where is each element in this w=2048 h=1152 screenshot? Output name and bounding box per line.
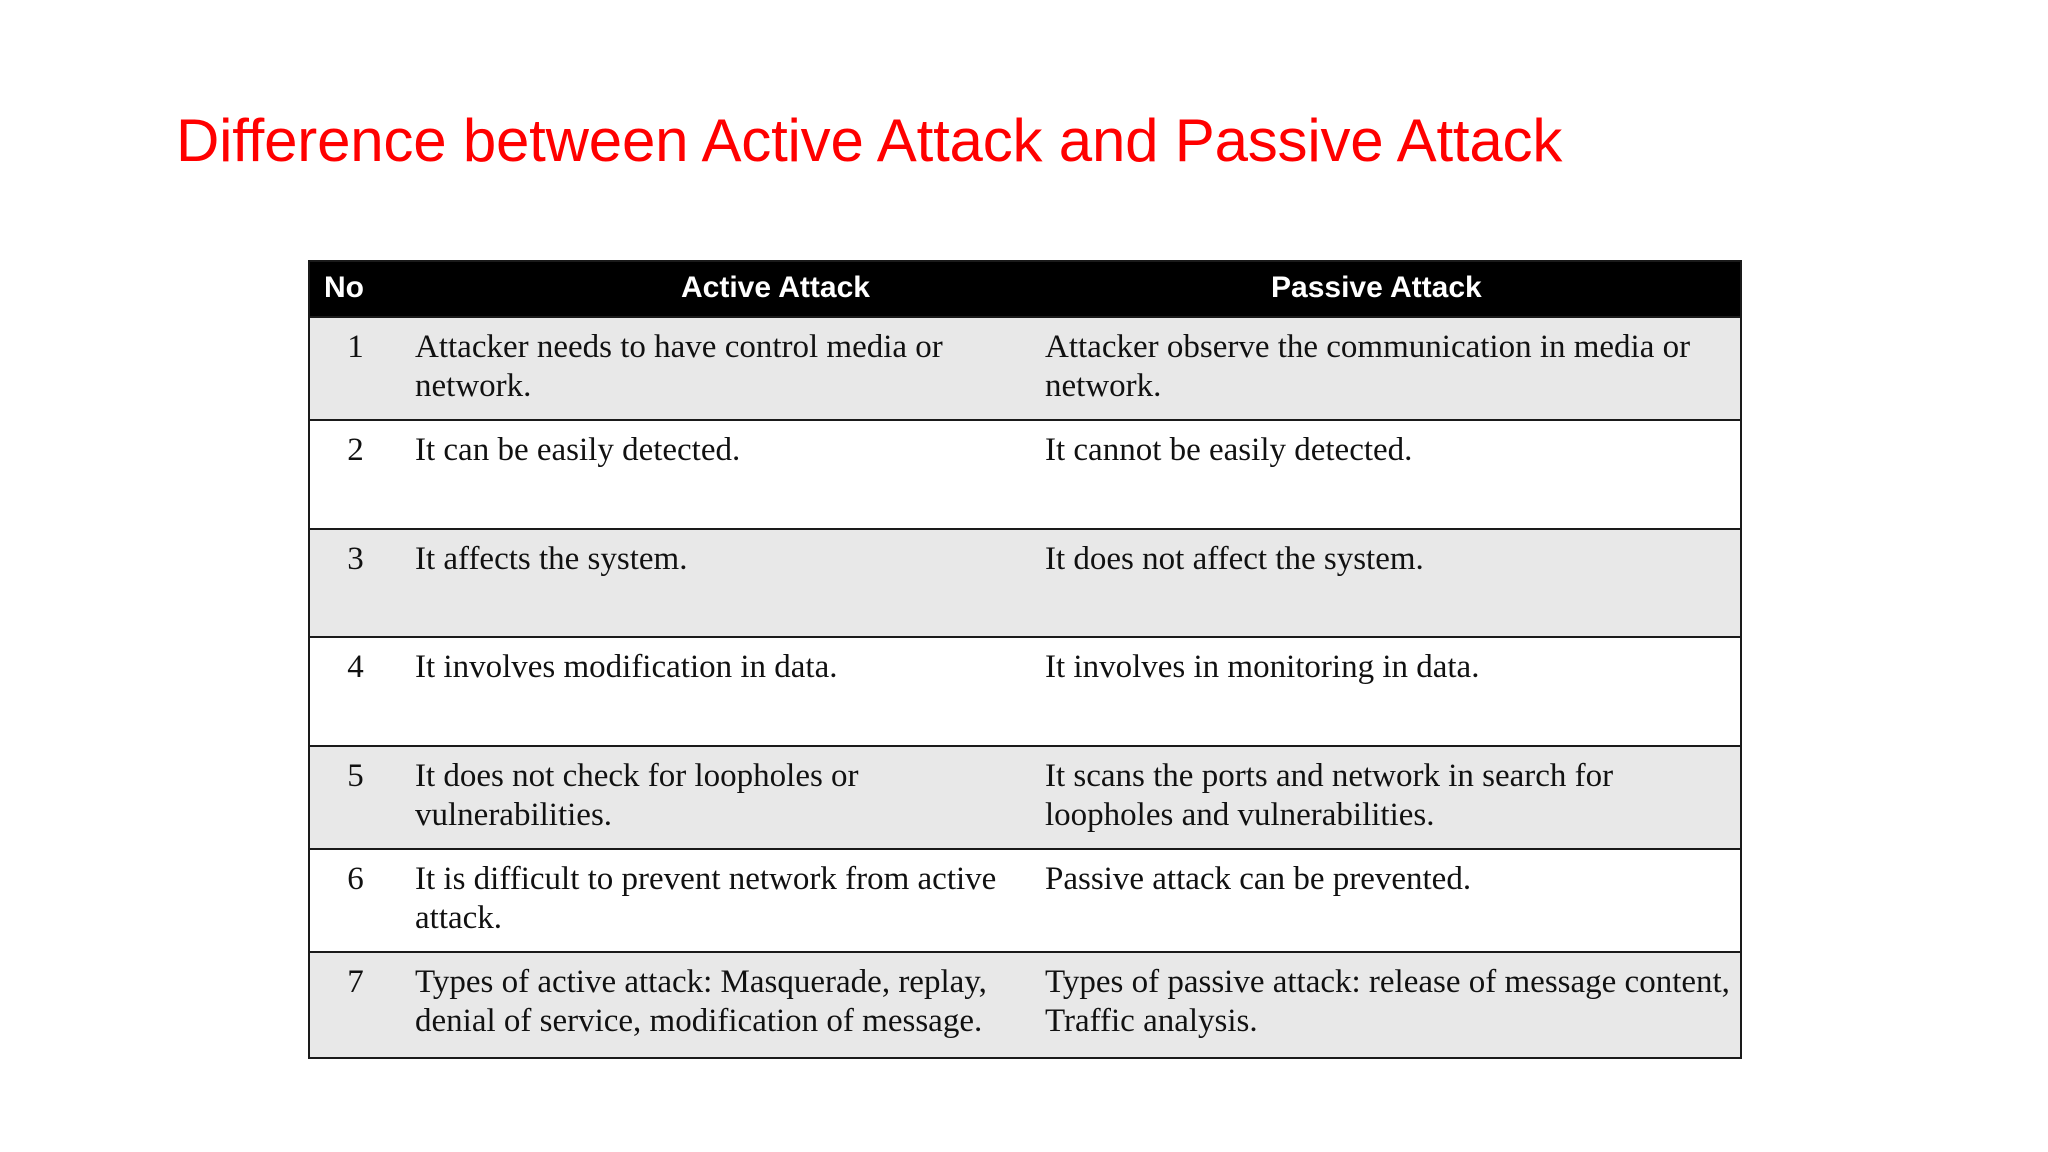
table-row: 6 It is difficult to prevent network fro…: [309, 848, 1741, 953]
passive-attack-cell: Attacker observe the communication in me…: [1031, 315, 1741, 421]
passive-attack-cell: It does not affect the system.: [1031, 527, 1741, 638]
table-row: 4 It involves modification in data. It i…: [309, 636, 1741, 747]
column-header-no: No: [324, 271, 364, 304]
table-header-row: No Active Attack Passive Attack: [309, 261, 1741, 317]
passive-attack-cell: It cannot be easily detected.: [1031, 419, 1741, 529]
row-number: 3: [309, 527, 401, 638]
column-header-active-attack: Active Attack: [681, 271, 870, 304]
table-row: 1 Attacker needs to have control media o…: [309, 315, 1741, 421]
active-attack-cell: Attacker needs to have control media or …: [401, 315, 1031, 421]
active-attack-cell: It does not check for loopholes or vulne…: [401, 745, 1031, 850]
passive-attack-cell: Types of passive attack: release of mess…: [1031, 951, 1741, 1058]
active-attack-cell: It can be easily detected.: [401, 419, 1031, 529]
column-header-passive-attack: Passive Attack: [1271, 271, 1482, 304]
passive-attack-cell: It involves in monitoring in data.: [1031, 636, 1741, 747]
table-row: 3 It affects the system. It does not aff…: [309, 527, 1741, 638]
row-number: 5: [309, 745, 401, 850]
comparison-table: No Active Attack Passive Attack 1 Attack…: [308, 260, 1742, 1059]
row-number: 7: [309, 951, 401, 1058]
table-header: No Active Attack Passive Attack: [309, 261, 1741, 317]
active-attack-cell: It affects the system.: [401, 527, 1031, 638]
row-number: 4: [309, 636, 401, 747]
active-attack-cell: Types of active attack: Masquerade, repl…: [401, 951, 1031, 1058]
table-row: 5 It does not check for loopholes or vul…: [309, 745, 1741, 850]
table-body: 1 Attacker needs to have control media o…: [309, 315, 1741, 1058]
active-attack-cell: It is difficult to prevent network from …: [401, 848, 1031, 953]
passive-attack-cell: Passive attack can be prevented.: [1031, 848, 1741, 953]
row-number: 1: [309, 315, 401, 421]
table-row: 2 It can be easily detected. It cannot b…: [309, 419, 1741, 529]
passive-attack-cell: It scans the ports and network in search…: [1031, 745, 1741, 850]
row-number: 6: [309, 848, 401, 953]
active-attack-cell: It involves modification in data.: [401, 636, 1031, 747]
page-title: Difference between Active Attack and Pas…: [176, 107, 1563, 175]
table-row: 7 Types of active attack: Masquerade, re…: [309, 951, 1741, 1058]
row-number: 2: [309, 419, 401, 529]
